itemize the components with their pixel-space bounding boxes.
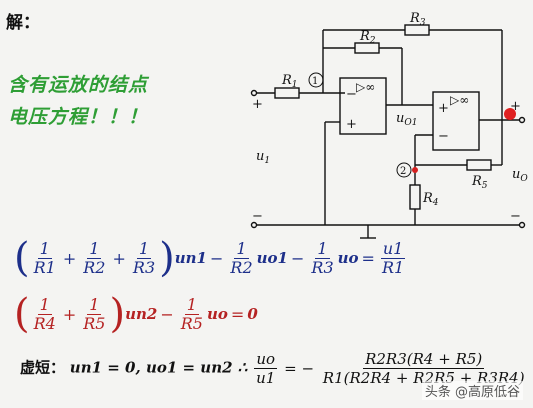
plus-input: +: [252, 97, 263, 112]
node-2-marker: [396, 162, 412, 178]
amp2-plus: +: [438, 101, 449, 116]
watermark: 头条 @高原低谷: [421, 381, 523, 400]
amp1-symbol: ▷∞: [356, 80, 375, 94]
resistor-r4: [409, 184, 421, 210]
solution-heading: 解：: [6, 13, 40, 33]
node-1-marker: [308, 72, 324, 88]
input-terminal-top: [250, 89, 258, 97]
minus-input: −: [252, 209, 263, 224]
note-line-1: 含有运放的结点: [8, 74, 149, 96]
label-r2: R2: [359, 29, 376, 46]
op-amp-2: [432, 91, 480, 151]
note-line-2: 电压方程！！！: [8, 106, 149, 128]
red-pointer-dot: [504, 108, 516, 120]
op-amp-1: [339, 77, 387, 135]
node-2-label: 2: [400, 166, 406, 177]
amp2-minus: −: [438, 129, 449, 144]
resistor-r5: [466, 159, 492, 171]
label-uo1: uO1: [396, 111, 417, 128]
minus-output: −: [510, 209, 521, 224]
amp1-plus: +: [346, 117, 357, 132]
label-uo: uO: [512, 167, 528, 184]
label-r1: R1: [281, 73, 298, 90]
amp1-minus: −: [346, 87, 357, 102]
label-u1: u1: [256, 149, 270, 166]
output-terminal-top: [518, 116, 526, 124]
output-terminal-bottom: [518, 221, 526, 229]
node-2-dot: [412, 167, 418, 173]
label-r3: R3: [409, 11, 426, 28]
label-r5: R5: [471, 174, 488, 191]
amp2-symbol: ▷∞: [450, 93, 469, 107]
node-1-label: 1: [312, 76, 318, 87]
label-r4: R4: [422, 191, 439, 208]
plus-output: +: [510, 99, 521, 114]
